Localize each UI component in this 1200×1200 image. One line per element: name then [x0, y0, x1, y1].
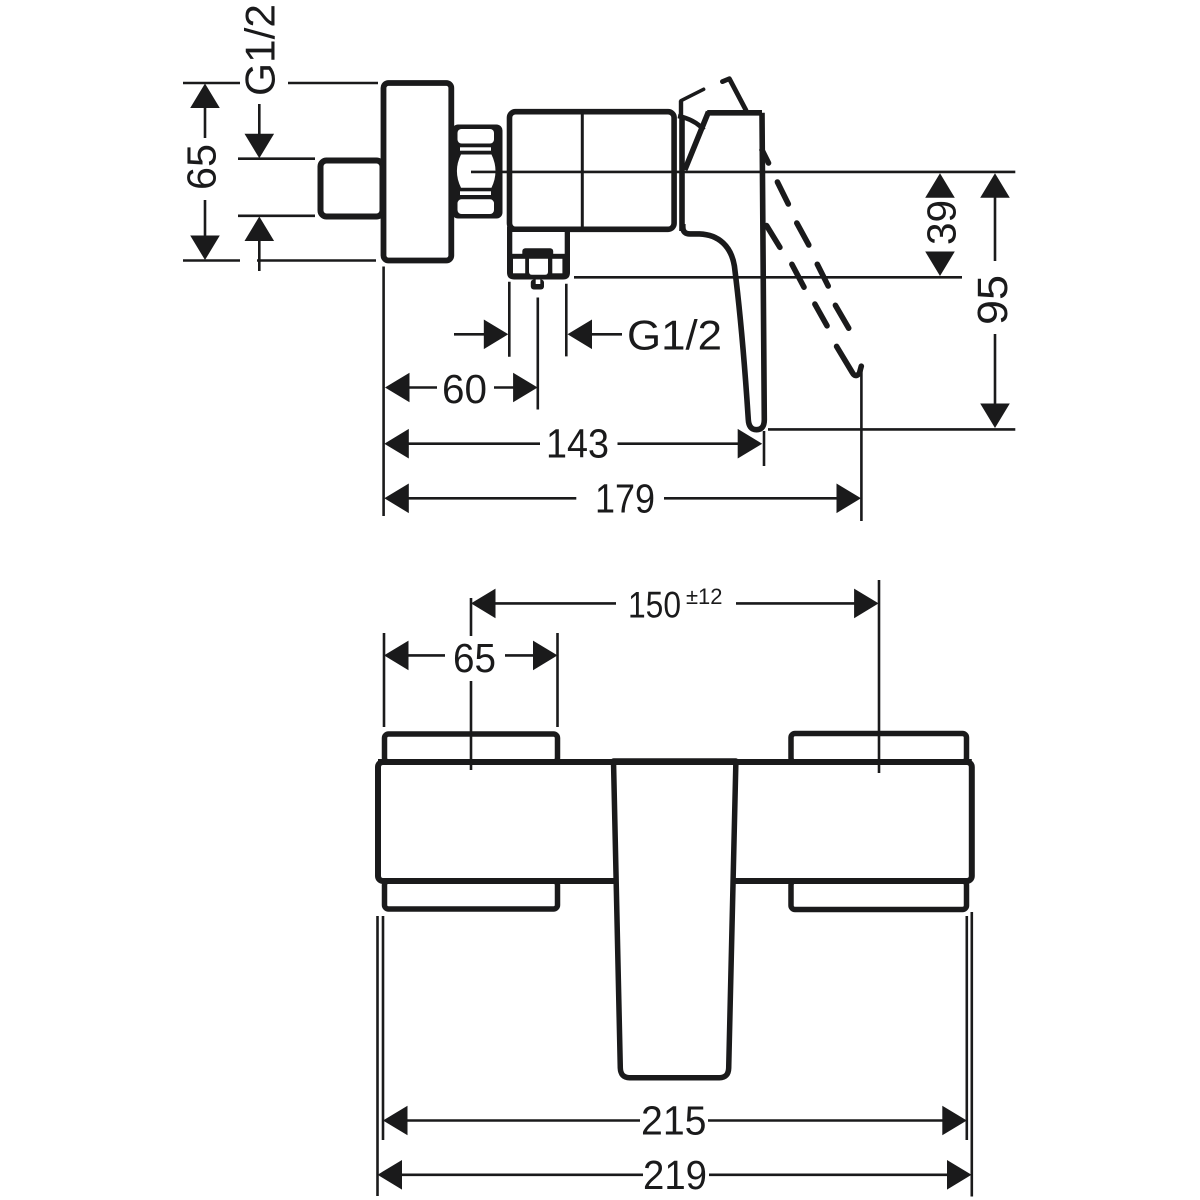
svg-text:60: 60: [442, 366, 487, 412]
svg-text:±12: ±12: [686, 584, 723, 609]
svg-text:65: 65: [453, 635, 496, 681]
svg-text:65: 65: [179, 144, 225, 190]
svg-text:219: 219: [643, 1152, 707, 1198]
svg-text:150: 150: [628, 585, 681, 626]
svg-text:G1/2: G1/2: [627, 311, 722, 358]
svg-text:39: 39: [919, 200, 965, 245]
svg-text:215: 215: [641, 1098, 707, 1144]
svg-text:143: 143: [546, 421, 609, 467]
svg-text:G1/2: G1/2: [237, 4, 284, 96]
svg-text:95: 95: [969, 275, 1017, 325]
svg-text:179: 179: [595, 475, 655, 521]
